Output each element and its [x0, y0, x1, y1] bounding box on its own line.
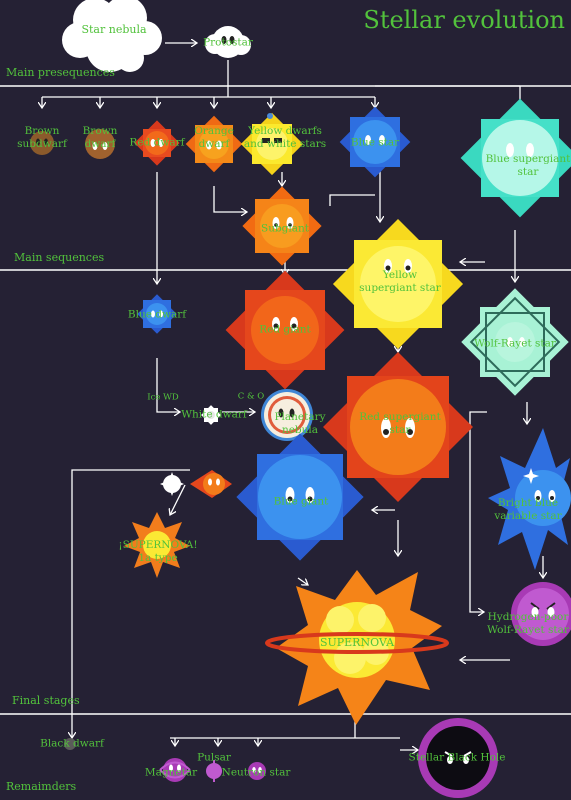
red-dwarf-star: [134, 120, 180, 166]
label-blue-supergiant: Blue supergiant star: [485, 152, 571, 178]
label-blue-dwarf: Blue dwarf: [127, 308, 187, 321]
blue-giant-star: [236, 433, 364, 561]
label-supernova-1a: ¡SUPERNOVA! 1a type: [118, 538, 198, 564]
bright-blue-variable-star: [488, 428, 571, 570]
label-white-dwarf: White dwarf: [181, 408, 247, 421]
supernova-1a-burst: [124, 512, 190, 578]
label-red-dwarf: Red dwarf: [129, 136, 185, 149]
label-planetary-nebula: Planetary nebula: [274, 410, 326, 436]
supernova-burst: [265, 570, 449, 725]
label-wolf-rayet: Wolf-Rayet star: [474, 337, 556, 350]
protostar-cloud: [205, 26, 251, 58]
label-brown-subdwarf: Brown subdwarf: [17, 124, 67, 150]
blue-star: [339, 106, 411, 178]
blue-dwarf-star: [137, 294, 177, 334]
subgiant-star: [242, 186, 322, 266]
star-nebula-cloud: [62, 0, 162, 72]
label-orange-dwarf: Orange dwarf: [194, 124, 234, 150]
label-bright-blue-variable: Bright blue variable star: [494, 496, 562, 522]
label-yellow-supergiant: Yellow supergiant star: [359, 268, 441, 294]
brown-dwarf-star: [85, 129, 115, 159]
hydrogen-poor-wolf-rayet-star: [511, 582, 571, 646]
section-label-presequences: Main presequences: [6, 66, 115, 79]
yellow-dwarf-star: [240, 112, 304, 176]
label-red-supergiant: Red supergiant star: [359, 410, 441, 436]
section-label-remainders: Remaimders: [6, 780, 77, 793]
label-black-dwarf: Black dwarf: [40, 737, 104, 750]
wolf-rayet-star: [461, 288, 569, 396]
label-stellar-black-hole: Stellar Black Hole: [408, 751, 506, 764]
label-c-o: C & O: [237, 391, 265, 402]
label-ice-wd: Ice WD: [147, 392, 179, 403]
white-dwarf-star: [201, 405, 221, 425]
label-magnetar: Magnetar: [144, 766, 198, 779]
neutron-star: [248, 762, 266, 780]
label-pulsar: Pulsar: [197, 751, 231, 764]
section-label-final: Final stages: [12, 694, 80, 707]
planetary-nebula: [261, 389, 313, 441]
connector-arrows: [42, 43, 543, 750]
label-brown-dwarf: Brown dwarf: [82, 124, 118, 150]
label-red-giant: Red giant: [259, 323, 311, 336]
diagram-title: Stellar evolution: [363, 6, 565, 34]
label-hydrogen-poor-wolf-rayet: Hydrogen-poor Wolf-Rayet star: [487, 610, 569, 636]
white-dwarf-binary: [160, 470, 232, 498]
label-protostar: Protostar: [203, 36, 253, 49]
label-blue-star: Blue star: [350, 136, 400, 149]
red-supergiant-star: [323, 352, 473, 502]
stellar-black-hole: [418, 718, 498, 798]
section-label-sequences: Main sequences: [14, 251, 105, 264]
label-star-nebula: Star nebula: [81, 23, 147, 37]
label-subgiant: Subgiant: [261, 222, 309, 235]
magnetar-star: [159, 758, 191, 782]
blue-supergiant-star: [460, 98, 571, 218]
yellow-supergiant-star: [332, 218, 464, 350]
brown-subdwarf-star: [30, 131, 54, 155]
orange-dwarf-star: [185, 115, 243, 173]
label-blue-giant: Blue giant: [273, 495, 329, 508]
black-dwarf-star: [64, 738, 76, 750]
pulsar-star: [206, 760, 222, 782]
red-giant-star: [225, 270, 345, 390]
label-yellow-dwarfs: Yellow dwarfs and white stars: [243, 124, 327, 150]
label-supernova: SUPERNOVA: [319, 636, 395, 650]
label-neutron-star: Neutron star: [221, 766, 291, 779]
